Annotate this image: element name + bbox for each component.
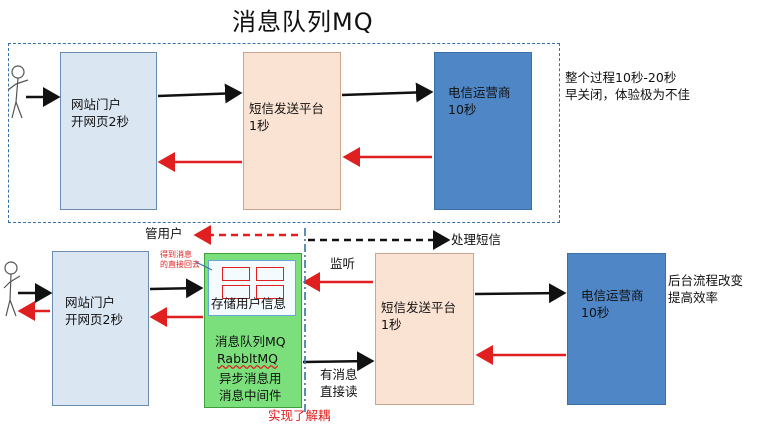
bottom-portal-box: 网站门户 开网页2秒 [52,251,149,406]
manage-user-label: 管用户 [145,226,183,241]
has-msg-label: 有消息 直接读 [320,367,358,399]
top-dashed-frame [8,43,560,223]
store-user-panel: 存储用户信息 [208,260,296,316]
red-rect [256,285,284,299]
listen-label: 监听 [330,256,356,271]
top-telecom-box: 电信运营商 10秒 [434,52,532,210]
user-figure-icon [7,65,29,119]
bottom-telecom-label: 电信运营商 10秒 [581,288,644,320]
mq-product-label: RabbltMQ [217,351,278,366]
bottom-portal-label: 网站门户 开网页2秒 [65,295,123,327]
top-sms-label: 短信发送平台 1秒 [249,101,325,133]
top-note: 整个过程10秒-20秒 早关闭，体验极为不佳 [565,70,691,102]
bottom-telecom-box: 电信运营商 10秒 [567,253,666,405]
bottom-note: 后台流程改变 提高效率 [668,273,744,305]
user-figure-icon [3,261,21,317]
mq-name-label: 消息队列MQ [215,334,286,349]
arrow [149,278,204,299]
top-sms-box: 短信发送平台 1秒 [243,52,341,210]
bottom-sms-box: 短信发送平台 1秒 [375,253,474,405]
top-portal-label: 网站门户 开网页2秒 [71,97,129,129]
connector [195,261,213,271]
diagram-title: 消息队列MQ [232,8,374,36]
process-sms-label: 处理短信 [451,232,502,247]
store-user-label: 存储用户信息 [211,296,287,311]
mq-desc-label: 异步消息用 消息中间件 [219,371,282,403]
arrow [474,283,567,304]
top-portal-box: 网站门户 开网页2秒 [60,52,157,210]
arrow [302,351,375,372]
small-red-note: 得到消息 的直接回去 [160,250,200,269]
red-rect [222,285,250,299]
arrow [157,83,243,104]
red-rect [222,267,250,281]
decoupled-label: 实现了解耦 [268,408,331,423]
mq-box: 存储用户信息 消息队列MQ RabbltMQ 异步消息用 消息中间件 [204,253,302,408]
red-rect [256,267,284,281]
bottom-sms-label: 短信发送平台 1秒 [381,300,457,332]
arrow [341,82,434,103]
top-telecom-label: 电信运营商 10秒 [448,85,511,117]
